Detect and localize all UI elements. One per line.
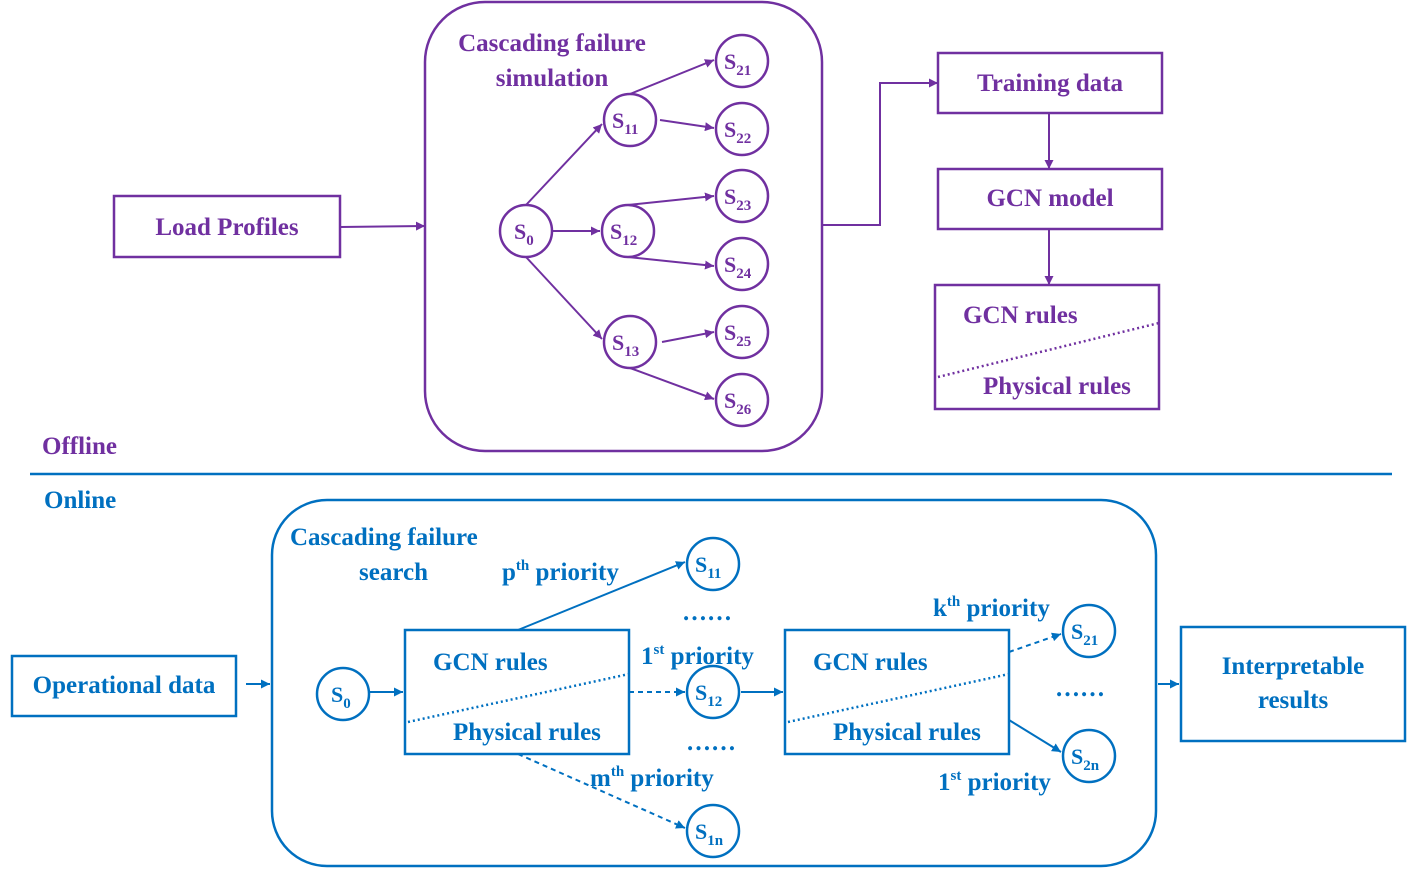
offline-rules-divider	[937, 321, 1160, 379]
training-data-label: Training data	[977, 70, 1124, 97]
k-priority-label: kth priority	[933, 594, 1050, 622]
off-node-s12-label: S12	[610, 219, 637, 249]
offline-section	[112, 0, 1164, 453]
p-priority-label: pth priority	[502, 558, 619, 586]
first-priority-label-b: 1st priority	[938, 768, 1051, 796]
off-node-s25-circle	[714, 304, 770, 360]
online-text: Online Operational data Cascading failur…	[33, 487, 1365, 849]
arrow-s12-s24	[627, 256, 715, 270]
arrow-s0-s11	[525, 123, 603, 206]
off-node-s22-label: S22	[724, 117, 751, 147]
on-node-s1n-label: S1n	[695, 819, 724, 849]
off-node-s24-label: S24	[724, 252, 752, 282]
interpretable-results-line1: Interpretable	[1222, 653, 1365, 680]
dots-upper: ……	[682, 599, 732, 626]
interpretable-results-box	[1179, 625, 1407, 743]
online-physical-rules-label-1: Physical rules	[453, 719, 601, 746]
on-node-s12-label: S12	[695, 680, 722, 710]
online-section-label: Online	[44, 487, 116, 514]
on-node-s11-label: S11	[695, 552, 721, 582]
search-title-line1: Cascading failure	[290, 524, 478, 551]
off-node-s22-circle	[714, 101, 770, 157]
arrow-s12-s23	[627, 192, 715, 206]
off-node-s13-label: S13	[612, 330, 639, 360]
on-node-s2n-label: S2n	[1071, 744, 1100, 774]
simulation-title-line2: simulation	[496, 65, 609, 92]
arrow-s13-s25	[661, 329, 715, 343]
online-section	[10, 498, 1407, 868]
on-node-s1n-circle	[685, 803, 741, 859]
arrow-s13-s26	[629, 367, 715, 401]
arrow-rules1-to-s11	[517, 561, 686, 631]
off-node-s26-circle	[714, 372, 770, 428]
arrow-sim-to-training	[822, 78, 938, 226]
online-physical-rules-label-2: Physical rules	[833, 719, 981, 746]
offline-physical-rules-label: Physical rules	[983, 373, 1131, 400]
offline-text: Offline Load Profiles Cascading failure …	[42, 30, 1131, 460]
online-rules-divider-1	[407, 672, 630, 724]
m-priority-label: mth priority	[590, 764, 714, 792]
arrow-s0-s13	[525, 256, 603, 340]
on-node-s12-circle	[685, 664, 741, 720]
on-node-s21-label: S21	[1071, 619, 1098, 649]
dots-lower: ……	[686, 729, 736, 756]
first-priority-label-a: 1st priority	[641, 642, 754, 670]
online-rules-divider-2	[787, 672, 1010, 724]
online-gcn-rules-label-1: GCN rules	[433, 649, 548, 676]
on-node-s0-circle	[315, 666, 371, 722]
arrow-rules1-to-s1n	[517, 753, 686, 829]
simulation-title-line1: Cascading failure	[458, 30, 646, 57]
online-rules-box-2	[783, 628, 1011, 756]
gcn-model-label: GCN model	[986, 185, 1113, 212]
on-node-s21-circle	[1061, 603, 1117, 659]
search-container	[270, 498, 1158, 868]
on-node-s2n-circle	[1061, 728, 1117, 784]
off-node-s21-label: S21	[724, 49, 751, 79]
operational-data-box	[10, 654, 238, 718]
off-node-s25-label: S25	[724, 320, 751, 350]
arrow-load-to-sim	[339, 221, 426, 231]
off-node-s23-label: S23	[724, 184, 751, 214]
off-node-s21-circle	[714, 33, 770, 89]
offline-gcn-rules-label: GCN rules	[963, 302, 1078, 329]
offline-section-label: Offline	[42, 433, 117, 460]
on-node-s11-circle	[685, 536, 741, 592]
offline-rules-box	[933, 283, 1161, 411]
off-node-s24-circle	[714, 236, 770, 292]
search-title-line2: search	[359, 559, 428, 586]
operational-data-label: Operational data	[33, 672, 216, 699]
off-node-s11-label: S11	[612, 108, 638, 138]
off-node-s23-circle	[714, 168, 770, 224]
off-node-s26-label: S26	[724, 388, 752, 418]
load-profiles-label: Load Profiles	[155, 214, 299, 241]
arrow-rules2-to-s2n	[1008, 719, 1062, 753]
off-node-s0-label: S0	[514, 219, 534, 249]
dots-right: ……	[1055, 675, 1105, 702]
on-node-s0-label: S0	[331, 682, 351, 712]
interpretable-results-line2: results	[1258, 687, 1329, 714]
online-gcn-rules-label-2: GCN rules	[813, 649, 928, 676]
arrow-s11-s22	[659, 119, 715, 132]
arrow-s11-s21	[629, 59, 715, 95]
arrow-rules2-to-s21	[1008, 632, 1062, 653]
